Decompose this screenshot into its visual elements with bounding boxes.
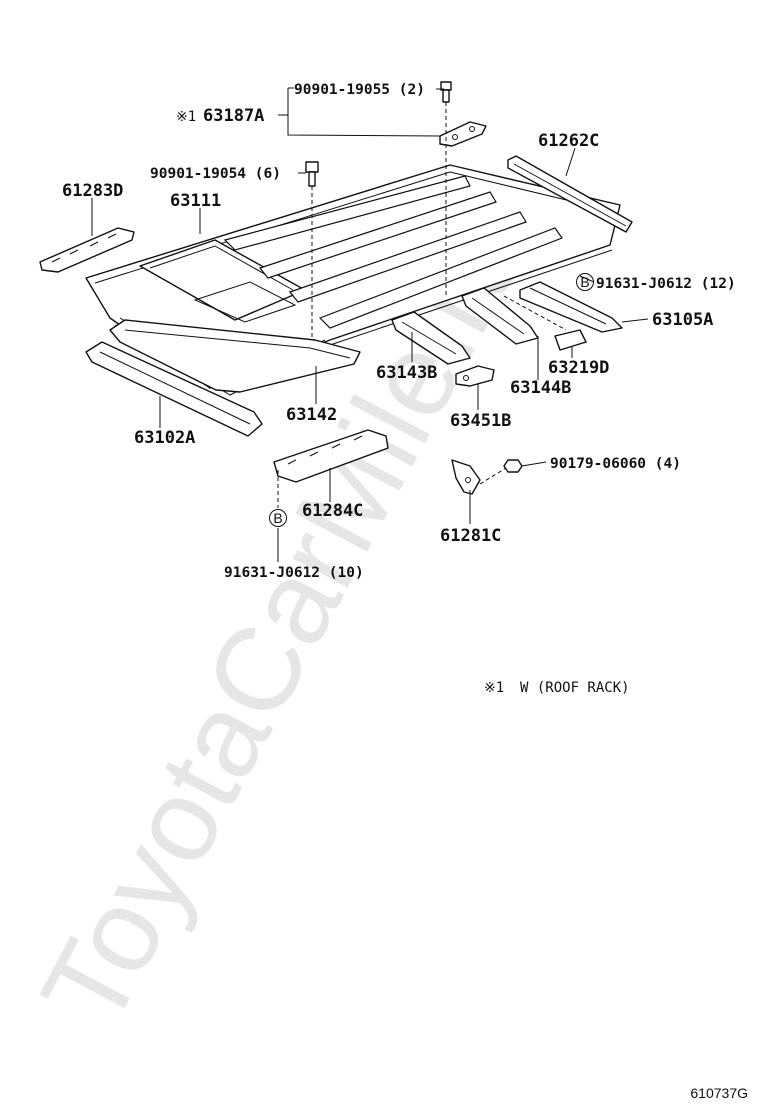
callout-90179-06060: 90179-06060 (4) [550,456,681,472]
callout-63451B: 63451B [450,411,511,431]
reinforcement-61283D [39,227,135,273]
callout-63219D: 63219D [548,358,609,378]
callout-63102A: 63102A [134,428,195,448]
footnote-text: W (ROOF RACK) [520,680,630,696]
callout-63111: 63111 [170,191,221,211]
nut-90179-06060 [503,459,523,473]
callout-63105A: 63105A [652,310,713,330]
ref-circle-b-bottom: B [269,509,287,527]
reinforcement-61284C [273,429,389,483]
callout-63142: 63142 [286,405,337,425]
roof-rack-bracket-63187A [439,121,487,147]
svg-text:B: B [580,274,589,290]
callout-61281C: 61281C [440,526,501,546]
callout-63143B: 63143B [376,363,437,383]
front-header-63142 [109,319,361,393]
pad-63219D [554,329,587,351]
callout-91631-J0612-10: 91631-J0612 (10) [224,565,364,581]
svg-text:B: B [273,510,282,526]
callout-63144B: 63144B [510,378,571,398]
callout-63187A-marker: ※1 [176,109,196,125]
clip-63451B [455,365,495,387]
callout-90901-19054: 90901-19054 (6) [150,166,281,182]
figure-code: 610737G [690,1085,748,1101]
roof-side-rail-61262C [507,155,633,233]
bolt-90901-19054 [305,161,319,187]
callout-90901-19055: 90901-19055 (2) [294,82,425,98]
assembly-line-pad [503,295,567,331]
roof-bow-63105A [519,281,623,333]
bolt-90901-19055 [440,81,452,103]
callout-61284C: 61284C [302,501,363,521]
ref-circle-b-top: B [576,273,594,291]
front-panel-63102A [85,341,263,437]
callout-63187A: 63187A [203,106,264,126]
roof-bow-63143B [391,311,471,365]
assembly-line-nut [479,467,507,485]
callout-91631-J0612-12: 91631-J0612 (12) [596,276,736,292]
footnote-marker: ※1 [484,680,504,696]
leader-lines [91,87,649,562]
callout-61283D: 61283D [62,181,123,201]
bracket-61281C [451,459,481,495]
callout-61262C: 61262C [538,131,599,151]
